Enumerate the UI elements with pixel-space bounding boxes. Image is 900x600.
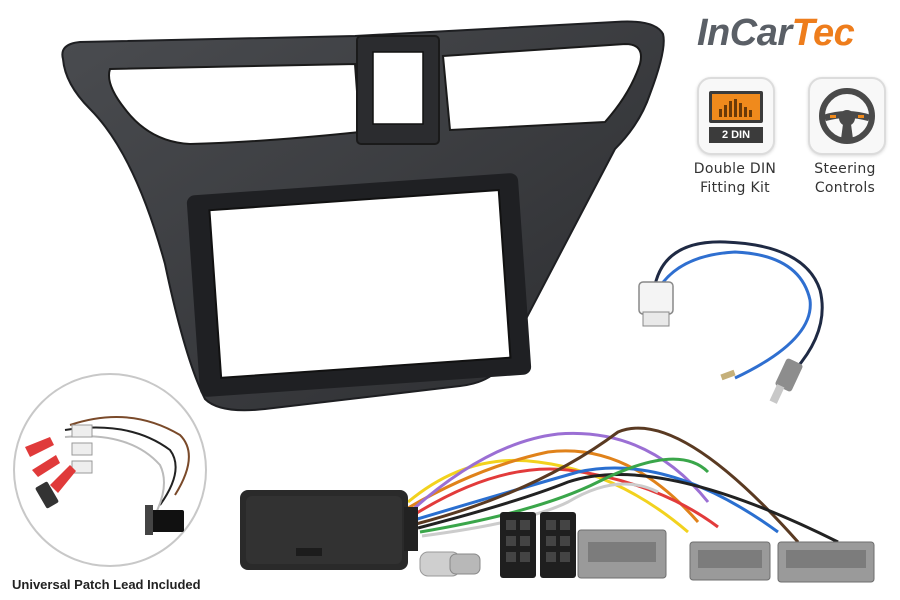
double-din-label-line1: Double DIN (693, 161, 777, 177)
steering-control-interface-harness (240, 426, 875, 583)
steering-label-line1: Steering (814, 161, 876, 177)
steering-controls-badge (808, 77, 886, 155)
universal-patch-lead (13, 373, 207, 567)
double-din-icon-text: 2 DIN (721, 129, 751, 141)
double-din-label: Double DIN Fitting Kit (680, 160, 790, 198)
brand-logo: InCarTec (697, 12, 855, 55)
brand-name-accent: Tec (791, 12, 855, 54)
double-din-label-line2: Fitting Kit (700, 180, 770, 196)
steering-wheel-icon (819, 88, 875, 144)
double-din-fascia-panel (61, 20, 665, 412)
steering-controls-label: Steering Controls (790, 160, 900, 198)
antenna-adapter-cable (638, 240, 824, 404)
steering-label-line2: Controls (814, 180, 876, 196)
double-din-radio-icon (709, 91, 763, 143)
double-din-badge: 2 DIN (697, 77, 775, 155)
patch-lead-caption: Universal Patch Lead Included (12, 577, 201, 592)
brand-name-primary: InCar (697, 12, 792, 54)
